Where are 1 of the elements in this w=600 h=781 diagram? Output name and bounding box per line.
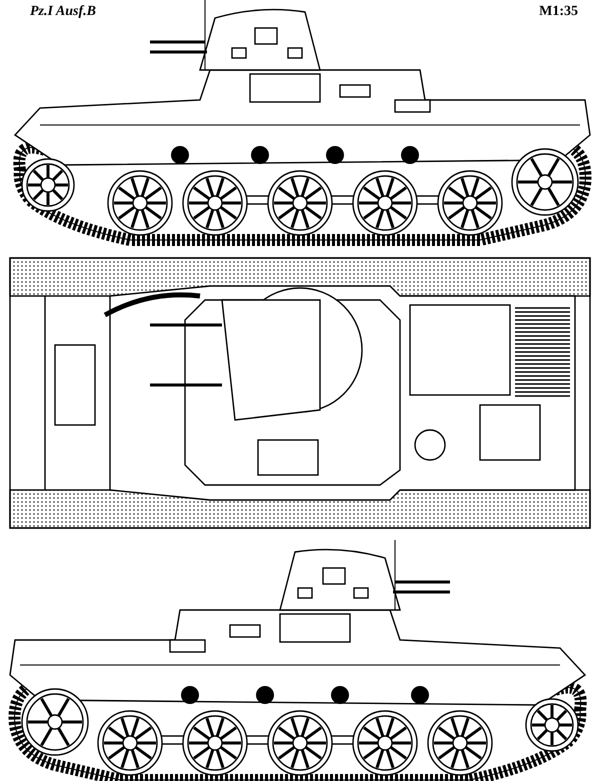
drawing-title: Pz.I Ausf.B <box>28 4 98 20</box>
